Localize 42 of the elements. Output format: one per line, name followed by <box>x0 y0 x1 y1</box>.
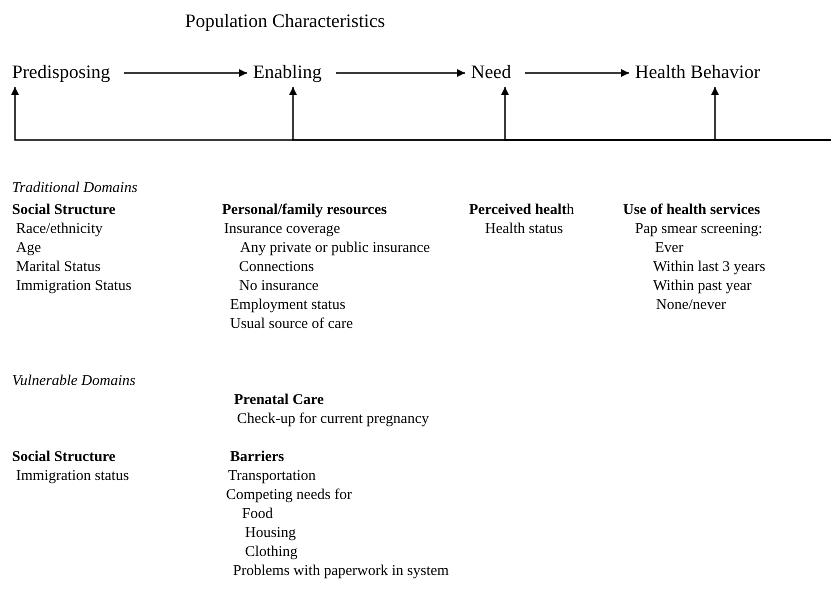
list-item: Problems with paperwork in system <box>233 562 449 580</box>
list-item: Race/ethnicity <box>16 220 103 238</box>
list-item: Housing <box>245 524 296 542</box>
list-item: None/never <box>656 296 726 314</box>
arrow <box>336 69 465 77</box>
list-item: Within past year <box>653 277 752 295</box>
list-item: Marital Status <box>16 258 101 276</box>
list-item: Connections <box>239 258 314 276</box>
list-item: Health status <box>485 220 563 238</box>
list-item: Any private or public insurance <box>240 239 430 257</box>
title: Population Characteristics <box>185 10 385 34</box>
column-heading: Barriers <box>230 448 284 466</box>
list-item: Check-up for current pregnancy <box>237 410 429 428</box>
list-item: Clothing <box>245 543 298 561</box>
column-heading: Prenatal Care <box>234 391 324 409</box>
list-item: Employment status <box>230 296 346 314</box>
list-item: Immigration status <box>16 467 129 485</box>
stage-label: Health Behavior <box>635 61 760 85</box>
list-item: Usual source of care <box>230 315 353 333</box>
column-heading: Perceived health <box>469 201 574 219</box>
list-item: Competing needs for <box>226 486 352 504</box>
list-item: Ever <box>655 239 684 257</box>
list-item: No insurance <box>239 277 319 295</box>
list-item: Within last 3 years <box>653 258 766 276</box>
list-item: Pap smear screening: <box>635 220 762 238</box>
column-heading: Social Structure <box>12 448 116 466</box>
arrow <box>525 69 629 77</box>
stage-label: Need <box>471 61 512 85</box>
column-heading: Use of health services <box>623 201 760 219</box>
list-item: Insurance coverage <box>224 220 340 238</box>
stage-label: Enabling <box>253 61 322 85</box>
arrow <box>124 69 247 77</box>
list-item: Age <box>16 239 41 257</box>
column-heading: Social Structure <box>12 201 116 219</box>
arrow <box>711 87 831 141</box>
list-item: Transportation <box>228 467 316 485</box>
section-label: Vulnerable Domains <box>12 372 136 390</box>
list-item: Food <box>242 505 273 523</box>
section-label: Traditional Domains <box>12 179 138 197</box>
column-heading: Personal/family resources <box>222 201 387 219</box>
list-item: Immigration Status <box>16 277 132 295</box>
stage-label: Predisposing <box>12 61 110 85</box>
